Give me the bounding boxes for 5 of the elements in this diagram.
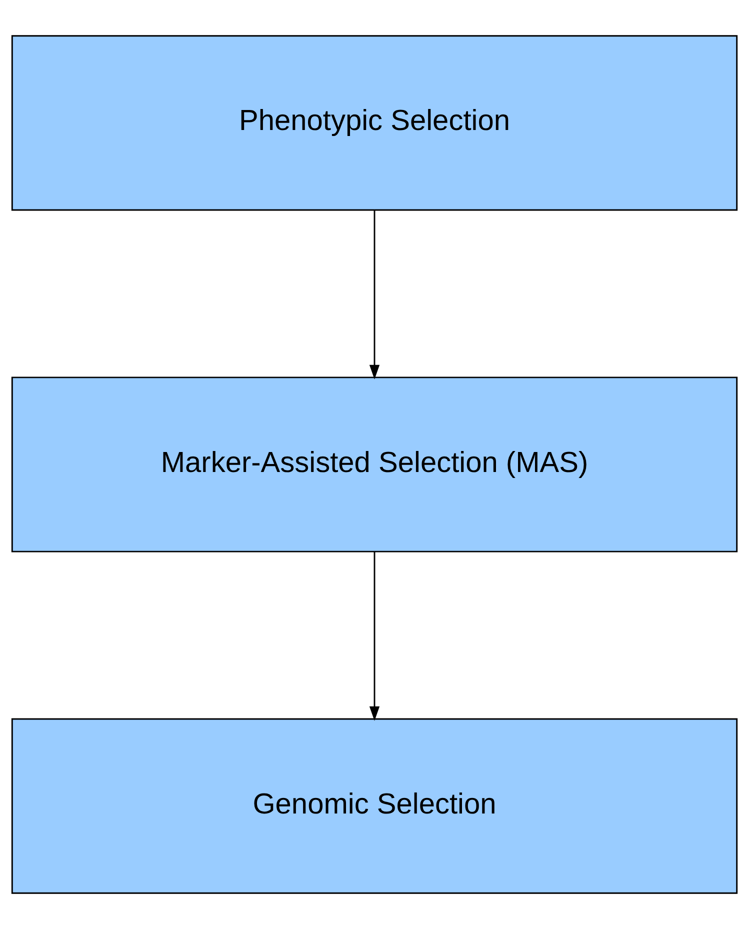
arrow (369, 551, 380, 720)
arrow (369, 210, 380, 379)
node-box: Phenotypic Selection (11, 34, 738, 210)
node-box: Genomic Selection (11, 718, 738, 894)
node-box: Marker-Assisted Selection (MAS) (11, 376, 738, 552)
